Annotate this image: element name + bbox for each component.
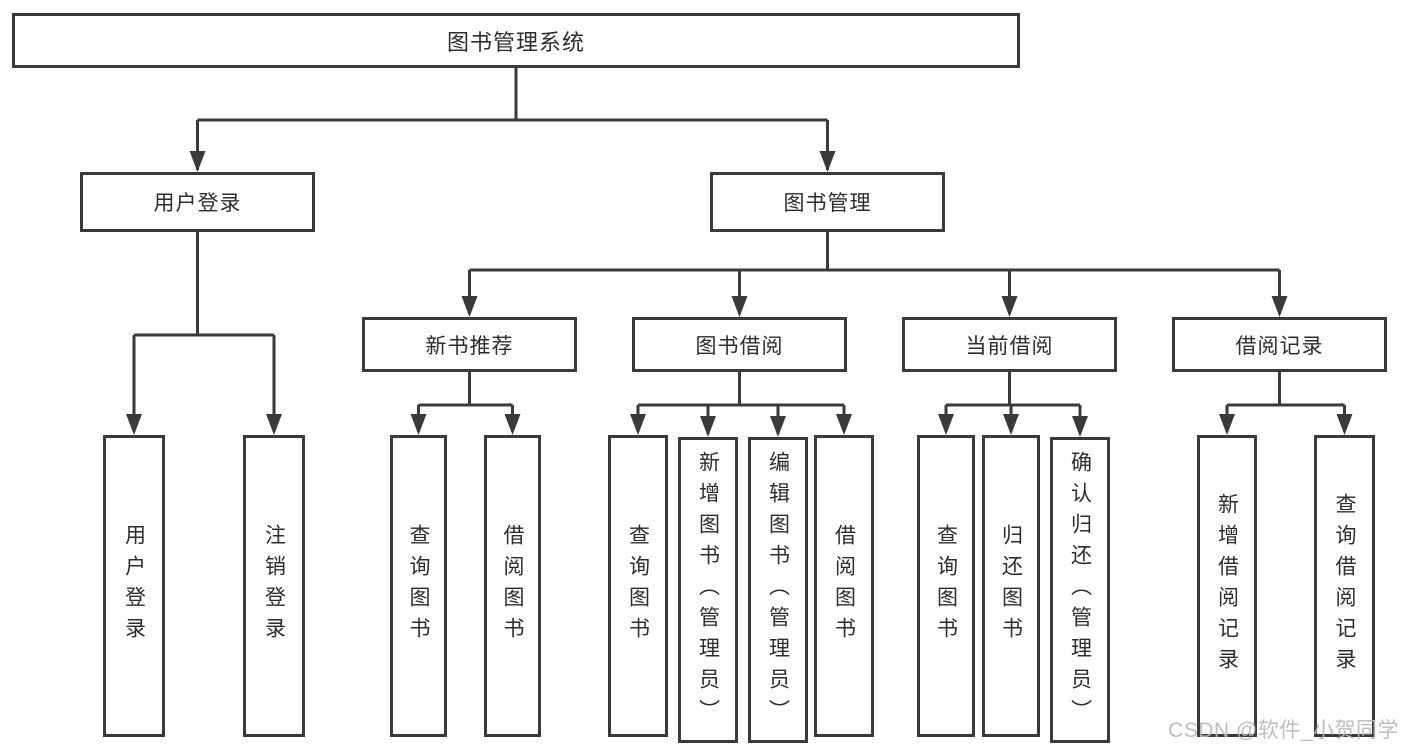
node-book-borrowing: 图书借阅 [632,317,847,372]
node-borrowing-records: 借阅记录 [1172,317,1387,372]
leaf-confirm-return-admin: 确认归还（管理员） [1050,437,1110,743]
leaf-return-book: 归还图书 [982,435,1040,737]
csdn-watermark: CSDN @软件_小贺同学 [1168,719,1399,742]
leaf-edit-book-admin: 编辑图书（管理员） [748,437,808,743]
node-current-borrowing: 当前借阅 [902,317,1117,372]
leaf-query-books-borrowing: 查询图书 [608,435,668,737]
leaf-logout: 注销登录 [243,435,305,737]
node-user-login: 用户登录 [80,172,315,232]
node-new-book-recommendation: 新书推荐 [362,317,577,372]
leaf-query-books-recommend: 查询图书 [390,435,447,737]
leaf-add-borrow-record: 新增借阅记录 [1197,435,1257,737]
leaf-add-book-admin: 新增图书（管理员） [678,437,738,743]
leaf-user-login: 用户登录 [103,435,165,737]
tree-edges [132,68,1346,434]
leaf-query-borrow-record: 查询借阅记录 [1314,435,1375,737]
node-library-management-system: 图书管理系统 [12,13,1020,68]
node-book-management: 图书管理 [710,172,945,232]
leaf-borrow-books-recommend: 借阅图书 [484,435,541,737]
leaf-query-books-current: 查询图书 [917,435,975,737]
leaf-borrow-books-borrowing: 借阅图书 [814,435,874,737]
